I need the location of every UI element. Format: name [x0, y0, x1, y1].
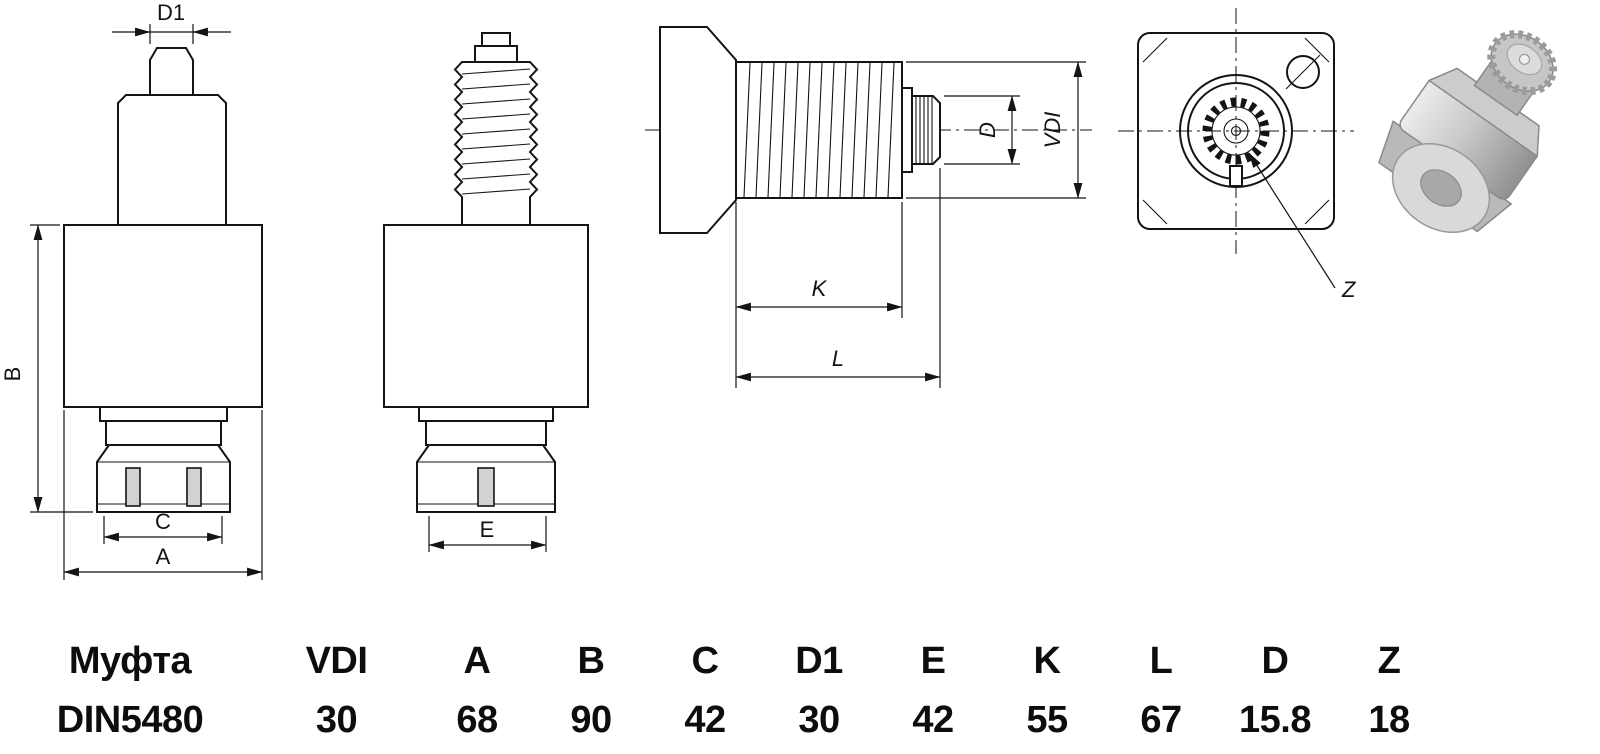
dim-a: A — [63, 410, 263, 580]
dim-l: L — [735, 168, 941, 388]
spec-col-a: A 68 — [420, 640, 534, 742]
dim-d1: D1 — [112, 0, 231, 44]
spec-col-d1: D1 30 — [762, 640, 876, 742]
front-step-1 — [99, 406, 228, 422]
render-nut-bore — [1420, 169, 1462, 207]
face-corner-chamfers — [1142, 37, 1330, 225]
face-pin-mark — [1285, 54, 1321, 90]
side-tip-top — [481, 32, 511, 47]
dim-label-b: B — [0, 367, 25, 382]
side-step-1 — [418, 406, 554, 422]
spec-header-e: E — [920, 640, 946, 682]
side-thread-lines — [461, 68, 531, 195]
dim-k: K — [735, 202, 903, 388]
spec-header-vdi: VDI — [305, 640, 368, 682]
technical-drawing: D1 B C A — [0, 0, 1558, 580]
spec-col-b: B 90 — [534, 640, 648, 742]
side-tip-collar — [474, 45, 518, 63]
dim-label-e: E — [480, 517, 495, 542]
spec-col-d: D 15.8 — [1218, 640, 1332, 742]
dim-vdi: VDI — [906, 61, 1086, 199]
dim-label-a: A — [156, 544, 171, 569]
face-center-dot — [1230, 125, 1242, 137]
spec-header-d: D — [1261, 640, 1289, 682]
view-face: Z — [1118, 8, 1357, 302]
spline-tip — [911, 95, 941, 165]
dim-label-d: D — [975, 122, 1000, 138]
spec-value-coupling: DIN5480 — [56, 699, 204, 741]
dim-b: B — [0, 224, 93, 513]
render-center-hole — [1518, 53, 1531, 65]
spec-value-k: 55 — [1026, 699, 1068, 741]
turret-wall — [659, 26, 737, 234]
spec-value-l: 67 — [1140, 699, 1182, 741]
front-step-2 — [105, 420, 222, 446]
spline-lines — [915, 96, 933, 164]
face-keyway — [1229, 165, 1243, 187]
view-shank: VDI D K L — [645, 26, 1092, 388]
dim-label-k: K — [812, 276, 828, 301]
spec-value-d1: 30 — [798, 699, 840, 741]
dim-label-c: C — [155, 509, 171, 534]
spec-value-vdi: 30 — [315, 699, 358, 741]
spec-value-e: 42 — [912, 699, 954, 741]
dim-label-d1: D1 — [157, 0, 185, 25]
spec-col-l: L 67 — [1104, 640, 1218, 742]
spec-value-a: 68 — [456, 699, 498, 741]
front-body — [63, 224, 263, 408]
dim-c: C — [103, 509, 223, 544]
spec-table: Муфта DIN5480 VDI 30 A 68 B 90 C 42 D1 3… — [22, 640, 1446, 742]
spec-header-z: Z — [1377, 640, 1401, 682]
dim-e: E — [428, 516, 547, 552]
face-center-hole — [1223, 118, 1249, 144]
spec-col-e: E 42 — [876, 640, 990, 742]
side-body — [383, 224, 589, 408]
view-side: E — [383, 32, 589, 552]
spec-header-d1: D1 — [795, 640, 843, 682]
spec-header-coupling: Муфта — [68, 640, 192, 682]
spec-value-c: 42 — [684, 699, 726, 741]
spec-col-k: K 55 — [990, 640, 1104, 742]
spec-value-b: 90 — [570, 699, 612, 741]
spec-header-b: B — [577, 640, 605, 682]
spec-col-c: C 42 — [648, 640, 762, 742]
spec-header-l: L — [1149, 640, 1173, 682]
spline-gear-root — [1211, 106, 1261, 156]
spec-header-a: A — [463, 640, 491, 682]
vdi-cylinder — [735, 61, 903, 199]
dim-label-vdi: VDI — [1040, 112, 1065, 149]
drawing-canvas: D1 B C A — [0, 0, 1558, 580]
front-neck — [117, 94, 227, 226]
dim-label-l: L — [832, 346, 844, 371]
shoulder — [901, 87, 913, 173]
dim-d: D — [944, 95, 1020, 165]
view-3d — [1378, 30, 1558, 234]
spec-header-k: K — [1033, 640, 1061, 682]
front-nut-slot-right — [186, 467, 202, 507]
view-front: D1 B C A — [0, 0, 263, 580]
spec-value-z: 18 — [1368, 699, 1410, 741]
side-nut-slot — [477, 467, 495, 507]
spec-col-z: Z 18 — [1332, 640, 1446, 742]
spec-value-d: 15.8 — [1239, 699, 1311, 741]
dim-z: Z — [1248, 152, 1357, 302]
side-step-2 — [425, 420, 547, 446]
cylinder-thread-lines — [743, 62, 895, 198]
front-nut-slot-left — [125, 467, 141, 507]
spline-gear-teeth — [1202, 97, 1270, 165]
spec-col-vdi: VDI 30 — [278, 640, 395, 742]
spec-col-coupling: Муфта DIN5480 — [22, 640, 278, 742]
dim-label-z: Z — [1341, 277, 1357, 302]
face-pin-hole — [1286, 55, 1320, 89]
front-drive-stub — [149, 47, 194, 96]
spec-header-c: C — [691, 640, 719, 682]
front-collet-nut — [96, 444, 231, 513]
